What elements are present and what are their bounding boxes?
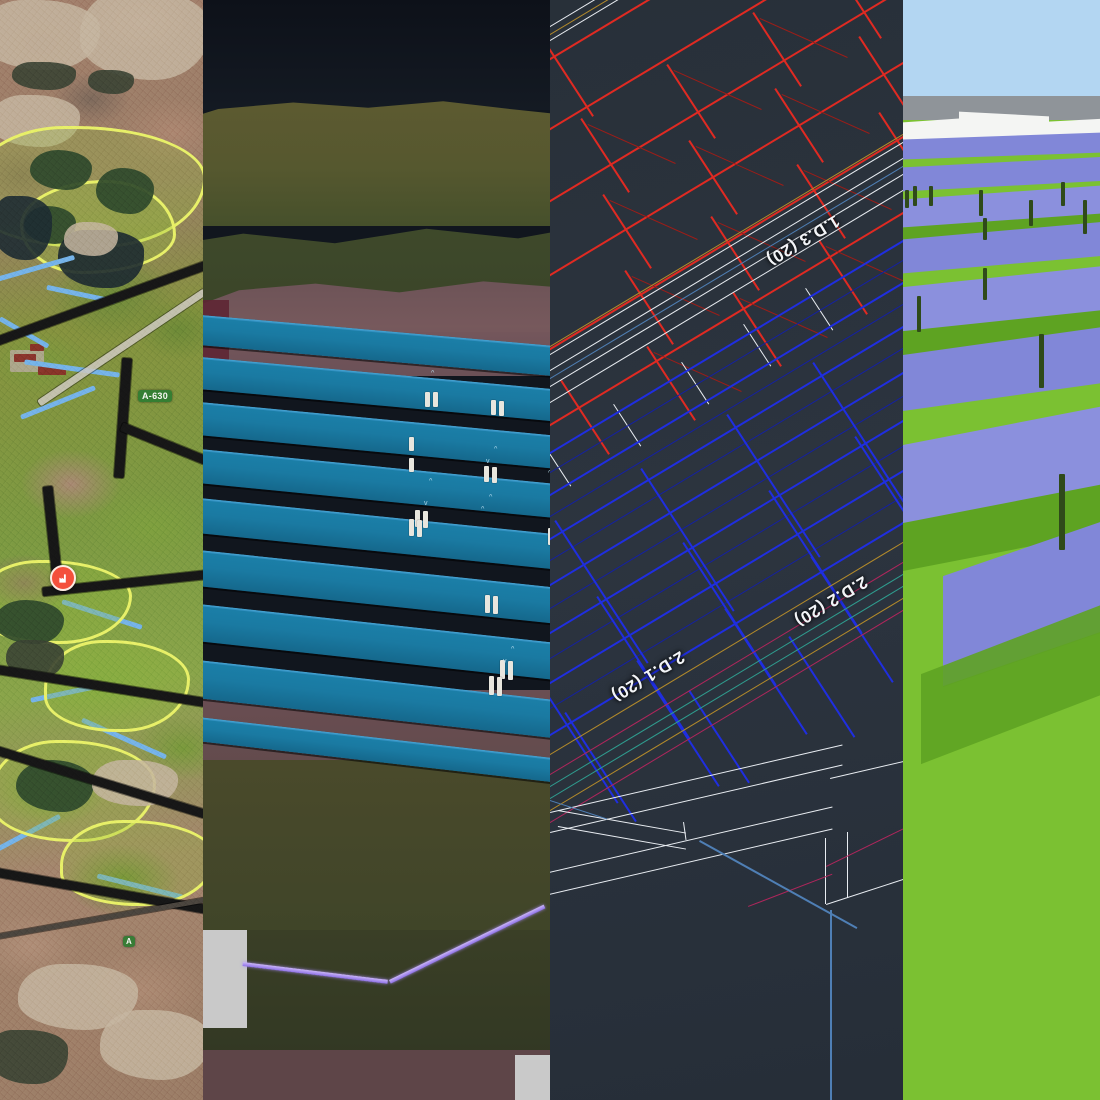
tracker-support-post[interactable] — [929, 186, 933, 206]
field-patch — [80, 0, 203, 80]
tracker-support-post[interactable] — [913, 186, 917, 206]
tracker-support-post[interactable] — [983, 268, 987, 300]
imagery-grain — [0, 0, 203, 1100]
field-patch — [100, 1010, 203, 1080]
tracker-motor-post[interactable] — [508, 661, 513, 680]
tracker-motor-post[interactable] — [409, 519, 414, 536]
tilt-indicator: ^ — [429, 478, 433, 485]
tilt-indicator: ^ — [431, 370, 435, 377]
tracker-motor-post[interactable] — [489, 676, 494, 695]
tracker-motor-post[interactable] — [433, 392, 438, 407]
river-corridor — [0, 196, 52, 260]
tracker-support-post[interactable] — [1083, 200, 1087, 234]
tilt-indicator: v — [503, 658, 507, 665]
boundary-box-edge[interactable] — [847, 832, 848, 898]
tracker-motor-post[interactable] — [409, 437, 414, 451]
tracker-motor-post[interactable] — [499, 401, 504, 416]
panel-tracker-layout-3d[interactable]: ^ ^ ^ v ^ ^ ^ ^ v ^ ^ ^ ^ ^ v ^ v ^ v ^ … — [203, 0, 550, 1100]
sky — [903, 0, 1100, 96]
tilt-indicator: ^ — [481, 506, 485, 513]
road-shield-label[interactable]: A-630 — [138, 390, 173, 402]
boundary-box-edge[interactable] — [825, 838, 826, 904]
tracker-motor-post[interactable] — [423, 511, 428, 528]
equipment-pad[interactable] — [515, 1055, 550, 1100]
terrain-band-olive — [203, 101, 550, 226]
tracker-motor-post[interactable] — [548, 528, 550, 545]
tracker-motor-post[interactable] — [497, 677, 502, 696]
woodland-patch — [30, 150, 92, 190]
tracker-motor-post[interactable] — [417, 520, 422, 537]
poi-marker-factory[interactable] — [50, 565, 76, 591]
cad-viewport-background — [550, 0, 903, 1100]
tilt-indicator: ^ — [548, 470, 550, 477]
panel-satellite-constraint-map[interactable]: A-630 A — [0, 0, 203, 1100]
tracker-motor-post[interactable] — [484, 466, 489, 482]
tracker-support-post[interactable] — [1061, 182, 1065, 206]
field-patch — [0, 1030, 68, 1084]
tilt-indicator: v — [424, 500, 428, 507]
tracker-motor-post[interactable] — [425, 392, 430, 407]
equipment-pad[interactable] — [203, 930, 247, 1028]
building-footprint — [30, 344, 44, 351]
tracker-motor-post[interactable] — [415, 510, 420, 527]
viewport-background — [203, 0, 550, 110]
field-patch — [64, 222, 118, 256]
panel-rendered-solar-farm[interactable] — [903, 0, 1100, 1100]
woodland-patch — [0, 600, 64, 644]
tilt-indicator: ^ — [489, 494, 493, 501]
tracker-support-post[interactable] — [979, 190, 983, 216]
tracker-support-post[interactable] — [917, 296, 921, 332]
tracker-motor-post[interactable] — [500, 660, 505, 679]
tracker-motor-post[interactable] — [492, 467, 497, 483]
tracker-motor-post[interactable] — [409, 458, 414, 472]
field-patch — [88, 70, 134, 94]
woodland-patch — [96, 168, 154, 214]
terrain-band-rose-bottom — [203, 1050, 550, 1100]
terrain-band-olive-lower — [203, 760, 550, 960]
interconnection-line[interactable] — [830, 910, 832, 1100]
factory-icon — [58, 573, 66, 583]
building-footprint — [14, 354, 36, 362]
tracker-support-post[interactable] — [983, 218, 987, 240]
tracker-support-post[interactable] — [905, 190, 909, 208]
tracker-motor-post[interactable] — [491, 400, 496, 415]
tracker-support-post[interactable] — [1039, 334, 1044, 388]
panel-cad-wireframe[interactable]: 1.D.3 (20) 2.D.2 (20) 2.D.1 (20) — [550, 0, 903, 1100]
tilt-indicator: ^ — [494, 446, 498, 453]
building-footprint — [38, 366, 66, 375]
tilt-indicator: v — [486, 458, 490, 465]
field-patch — [12, 62, 76, 90]
tracker-support-post[interactable] — [1059, 474, 1065, 550]
tilt-indicator: ^ — [511, 646, 515, 653]
tracker-motor-post[interactable] — [485, 595, 490, 613]
tracker-motor-post[interactable] — [493, 596, 498, 614]
tracker-support-post[interactable] — [1029, 200, 1033, 226]
road-shield-label[interactable]: A — [123, 936, 136, 947]
